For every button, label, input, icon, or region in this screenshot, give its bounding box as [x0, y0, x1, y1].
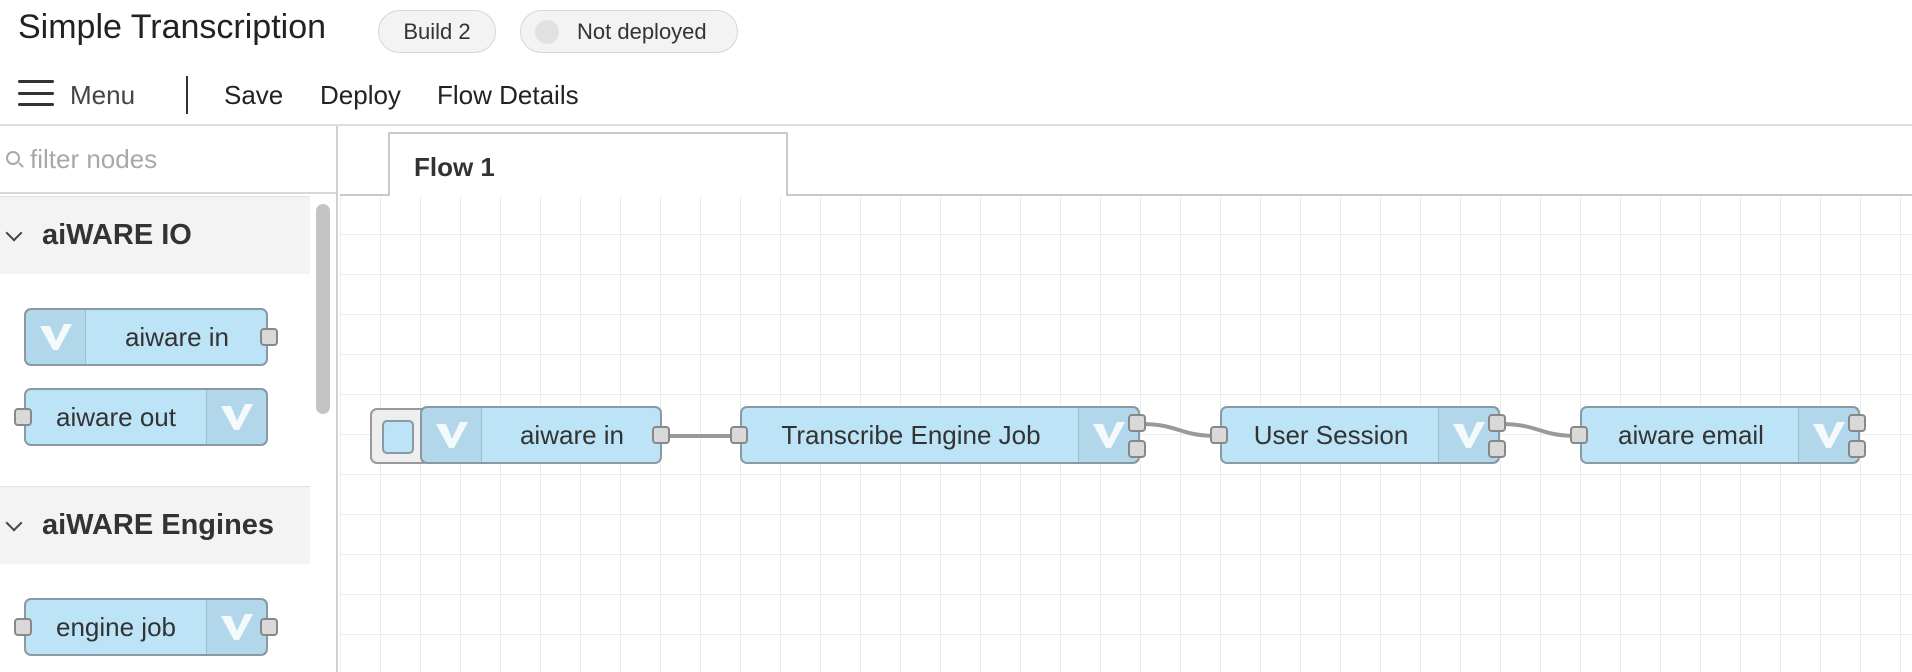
input-port[interactable] — [730, 426, 748, 444]
flow-node-aiware-email[interactable]: aiware email — [1570, 406, 1866, 464]
category-aiware-io[interactable]: aiWARE IO — [0, 196, 310, 274]
node-label: Transcribe Engine Job — [781, 419, 1041, 450]
output-port[interactable] — [260, 328, 278, 346]
output-port-success[interactable] — [1488, 414, 1506, 432]
palette-node-aiware-in[interactable]: aiware in — [24, 308, 278, 366]
output-port-success[interactable] — [1128, 414, 1146, 432]
node-label: aiware in — [124, 321, 230, 352]
deploy-status-label: Not deployed — [577, 18, 707, 44]
output-port-error[interactable] — [1848, 440, 1866, 458]
palette-scrollbar[interactable] — [316, 204, 330, 414]
deploy-status-badge[interactable]: Not deployed — [520, 10, 738, 53]
chevron-down-icon — [5, 514, 23, 532]
aiware-logo-icon — [26, 310, 86, 364]
flow-tabbar: Flow 1 — [340, 126, 1912, 198]
aiware-logo-icon — [206, 390, 266, 444]
output-port[interactable] — [652, 426, 670, 444]
build-badge[interactable]: Build 2 — [378, 10, 496, 53]
flow-node-transcribe-engine-job[interactable]: Transcribe Engine Job — [730, 406, 1146, 464]
palette-node-aiware-out[interactable]: aiware out — [14, 388, 268, 446]
inject-button-face — [382, 420, 414, 454]
aiware-logo-icon — [422, 408, 482, 462]
node-label: aiware in — [519, 419, 625, 450]
filter-bar — [0, 126, 336, 194]
node-label: aiware email — [1618, 419, 1764, 450]
menu-divider — [186, 76, 188, 114]
output-port-success[interactable] — [1848, 414, 1866, 432]
flow-details-button[interactable]: Flow Details — [437, 80, 579, 110]
input-port[interactable] — [1570, 426, 1588, 444]
wire[interactable] — [1499, 422, 1579, 438]
tab-flow-1[interactable]: Flow 1 — [388, 132, 788, 198]
wire-layer — [670, 422, 1579, 438]
flow-canvas[interactable]: aiware in Transcribe Engine Job User Ses… — [340, 196, 1912, 672]
input-port[interactable] — [1210, 426, 1228, 444]
wire[interactable] — [1139, 422, 1219, 438]
output-port[interactable] — [260, 618, 278, 636]
node-label: engine job — [56, 611, 176, 642]
chevron-down-icon — [5, 224, 23, 242]
flow-node-user-session[interactable]: User Session — [1210, 406, 1506, 464]
flow-workspace: Flow 1 aiware in Transcribe Engine Job — [340, 126, 1912, 672]
save-button[interactable]: Save — [224, 80, 284, 110]
menu-button[interactable]: Menu — [70, 80, 136, 110]
deploy-button[interactable]: Deploy — [320, 80, 401, 110]
category-label: aiWARE Engines — [42, 509, 275, 541]
palette-node-engine-job[interactable]: engine job — [14, 598, 278, 656]
header-divider — [0, 124, 1912, 126]
tab-label: Flow 1 — [414, 152, 495, 182]
category-aiware-engines[interactable]: aiWARE Engines — [0, 486, 310, 564]
menubar: Menu Save Deploy Flow Details — [0, 66, 1912, 124]
app-title: Simple Transcription — [18, 8, 327, 46]
hamburger-menu-icon[interactable] — [18, 80, 54, 106]
node-label: aiware out — [56, 401, 176, 432]
status-dot-icon — [535, 19, 559, 44]
output-port-error[interactable] — [1488, 440, 1506, 458]
filter-nodes-input[interactable] — [30, 140, 320, 178]
node-label: User Session — [1253, 419, 1409, 450]
aiware-logo-icon — [206, 600, 266, 654]
node-palette: aiWARE IO aiware in aiware out aiWARE En… — [0, 126, 338, 672]
input-port[interactable] — [14, 618, 32, 636]
flow-node-aiware-in[interactable]: aiware in — [420, 406, 670, 464]
search-icon — [6, 151, 20, 165]
category-label: aiWARE IO — [42, 219, 192, 251]
input-port[interactable] — [14, 408, 32, 426]
app-header: Simple Transcription Build 2 Not deploye… — [0, 0, 1912, 62]
output-port-error[interactable] — [1128, 440, 1146, 458]
